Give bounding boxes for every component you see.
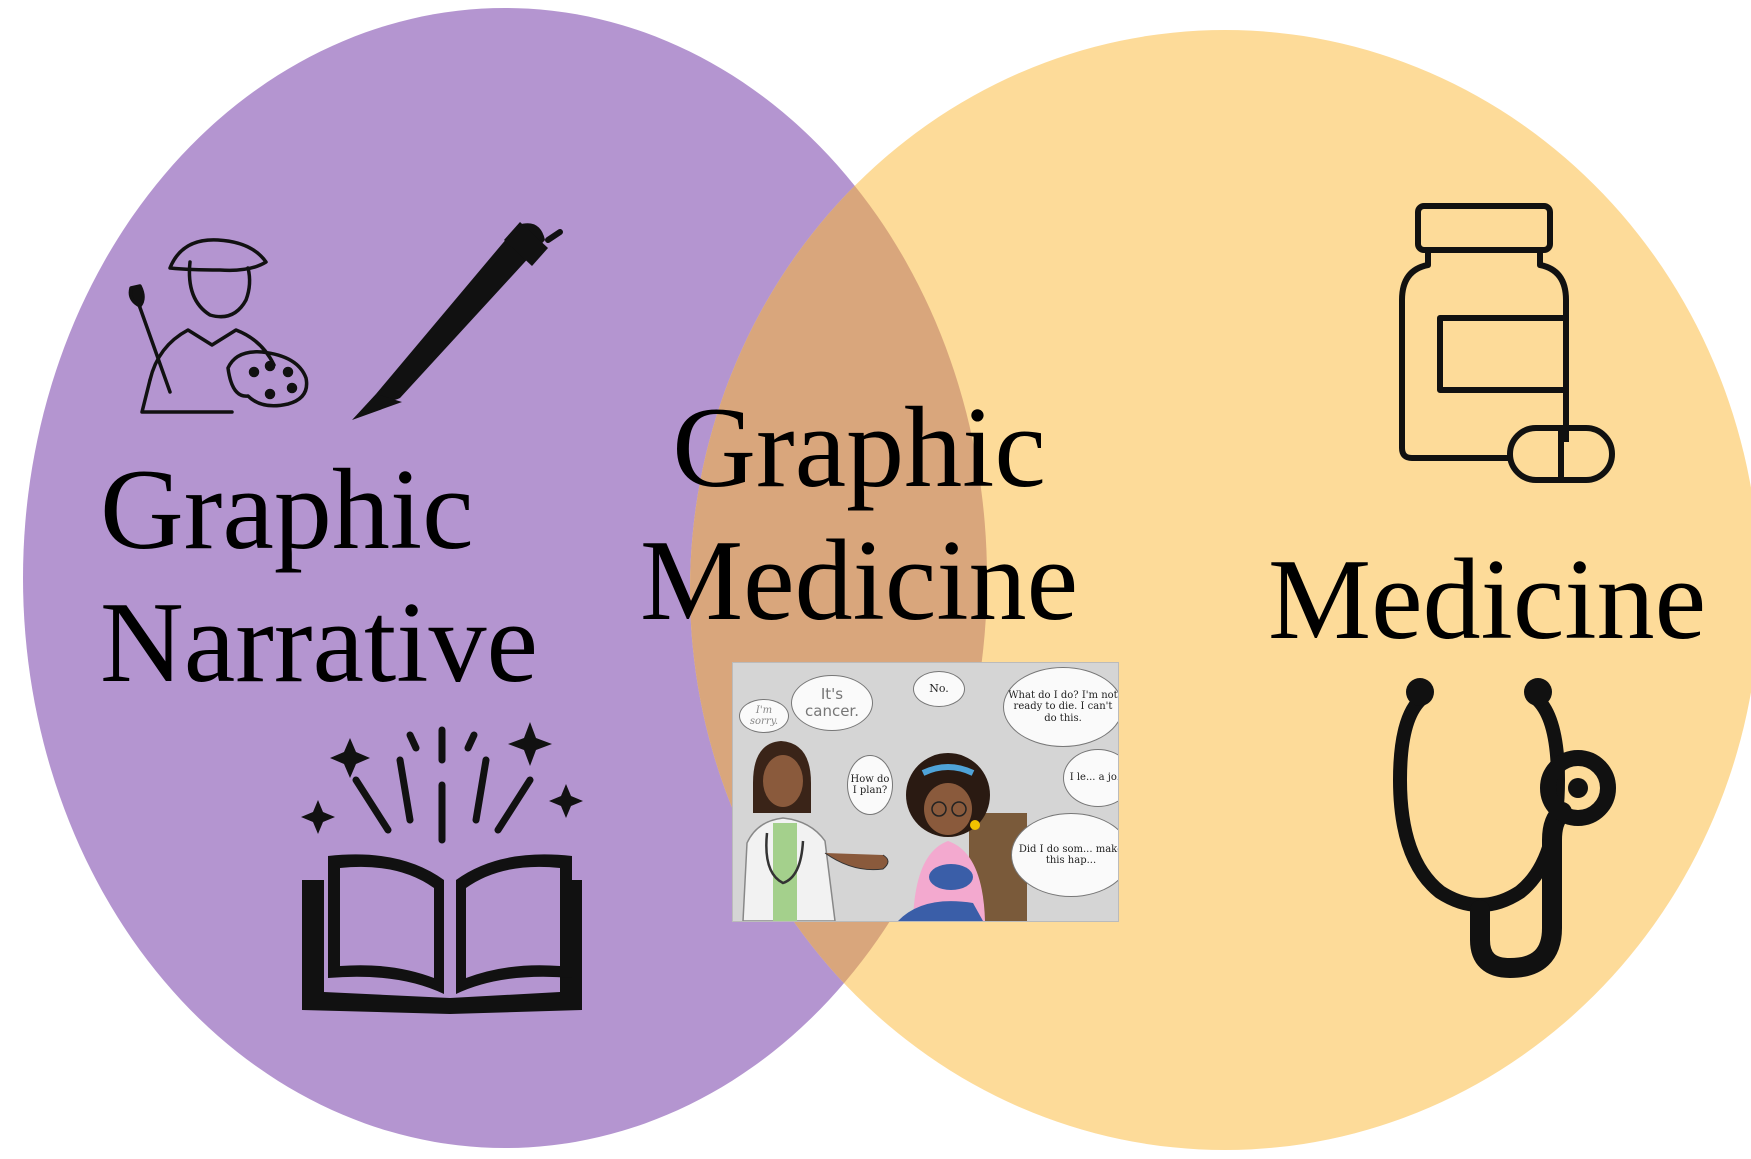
open-book-icon (301, 722, 583, 1014)
thought-bubble-how-do-i-plan: How do I plan? (847, 755, 893, 815)
graphic-narrative-label: Graphic Narrative (100, 452, 538, 718)
speech-bubble-its-cancer: It's cancer. (791, 675, 873, 731)
doctor-figure (742, 741, 889, 921)
thought-bubble-no: No. (913, 671, 965, 707)
graphic-medicine-label: Graphic Medicine (640, 390, 1078, 656)
medicine-label: Medicine (1268, 536, 1707, 664)
thought-bubble-did-i-do: Did I do som... make this hap... (1011, 813, 1118, 897)
graphic-narrative-label-line1: Graphic (100, 446, 474, 574)
artist-icon (128, 238, 309, 414)
comic-panel: I'm sorry. It's cancer. No. What do I do… (732, 662, 1119, 922)
graphic-medicine-label-line2: Medicine (640, 517, 1079, 645)
thought-bubble-partial: I le... a jo... (1063, 749, 1118, 807)
thought-bubble-what-do-i-do: What do I do? I'm not ready to die. I ca… (1003, 667, 1118, 747)
speech-bubble-im-sorry: I'm sorry. (739, 699, 789, 733)
graphic-narrative-label-line2: Narrative (100, 579, 538, 707)
pen-icon (352, 222, 563, 420)
pill-bottle-icon (1399, 203, 1615, 483)
stethoscope-icon (1392, 693, 1616, 979)
graphic-medicine-label-line1: Graphic (672, 384, 1046, 512)
